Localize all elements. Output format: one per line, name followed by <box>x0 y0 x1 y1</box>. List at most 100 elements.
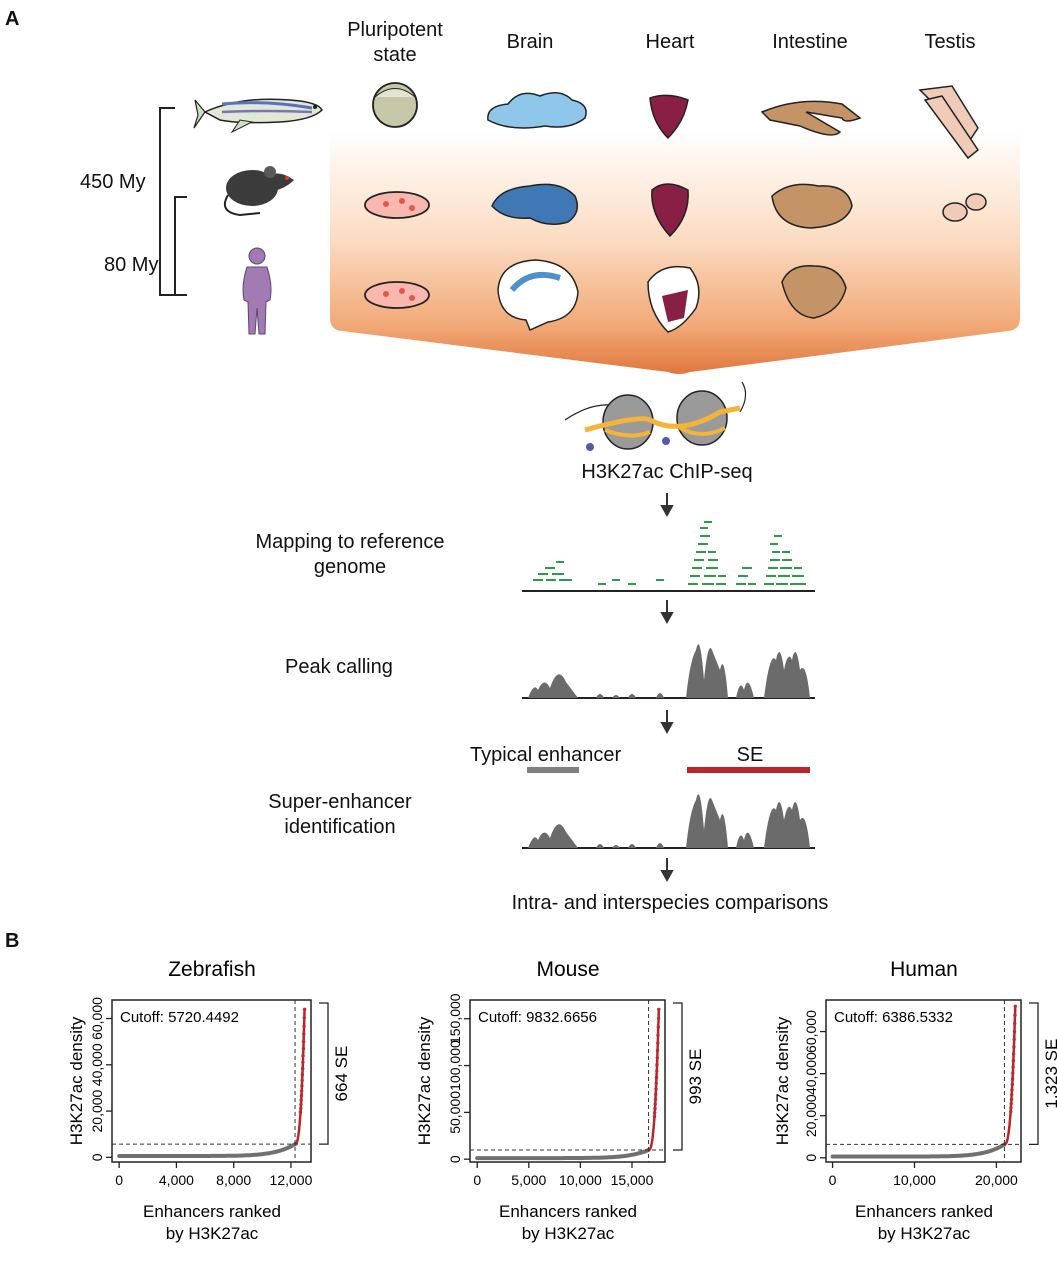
y-tick-label: 20,000 <box>803 1094 819 1137</box>
super-enhancer-point <box>301 1066 305 1071</box>
x-tick-label: 12,000 <box>270 1172 313 1188</box>
peak-calling-label: Peak calling <box>285 656 393 678</box>
super-enhancer-point <box>652 1114 657 1119</box>
x-axis-label-line1: Enhancers ranked <box>499 1202 637 1221</box>
super-enhancer-point <box>299 1093 304 1098</box>
chart-human: Human Cutoff: 6386.5332 H3K27ac density … <box>773 958 1057 1243</box>
human-heart-icon <box>647 265 700 333</box>
panel-b-letter: B <box>5 930 20 952</box>
phylogenetic-tree <box>159 107 187 296</box>
super-enhancer-point <box>299 1106 303 1111</box>
super-enhancer-point <box>654 1087 658 1091</box>
zebrafish-embryo-icon <box>372 82 418 128</box>
super-enhancer-point <box>1009 1097 1014 1101</box>
x-tick-label: 10,000 <box>893 1172 936 1188</box>
super-enhancer-point <box>656 1025 660 1029</box>
se-bracket <box>319 1002 329 1145</box>
human-brain-icon <box>497 259 579 332</box>
y-tick-label: 50,000 <box>447 1091 463 1134</box>
super-enhancer-point <box>1009 1102 1013 1106</box>
se-count-label: 1,323 SE <box>1042 1039 1057 1109</box>
super-enhancer-point <box>653 1097 658 1102</box>
tissue-header-intestine: Intestine <box>772 31 848 53</box>
super-enhancer-point <box>301 1039 306 1044</box>
x-axis-label-line1: Enhancers ranked <box>143 1202 281 1221</box>
x-tick-label: 8,000 <box>216 1172 251 1188</box>
super-enhancer-point <box>656 1016 661 1020</box>
x-axis-label-line1: Enhancers ranked <box>855 1202 993 1221</box>
super-enhancer-point <box>653 1111 657 1115</box>
super-enhancer-point <box>653 1102 657 1106</box>
typical-enhancer-curve <box>475 1148 651 1161</box>
super-enhancer-point <box>1010 1088 1014 1092</box>
super-enhancer-point <box>1010 1093 1014 1097</box>
super-enhancer-point <box>302 1016 306 1020</box>
chart-title: Mouse <box>536 958 599 981</box>
super-enhancer-point <box>301 1047 306 1051</box>
peak-calling-track <box>522 644 815 699</box>
nucleosome-illustration <box>564 381 747 451</box>
se-label: SE <box>736 744 764 766</box>
comparisons-label: Intra- and interspecies comparisons <box>511 892 829 914</box>
typical-enhancer-curve <box>117 1142 298 1158</box>
human-cell-culture-icon <box>364 281 430 309</box>
chipseq-label: H3K27ac ChIP-seq <box>581 461 753 483</box>
mouse-cell-culture-icon <box>364 191 430 219</box>
super-enhancer-point <box>302 1024 306 1028</box>
panel-a-letter: A <box>5 8 20 30</box>
se-identification-label: Super-enhancer identification <box>268 791 412 838</box>
x-tick-label: 20,000 <box>975 1172 1018 1188</box>
super-enhancer-point <box>1013 1013 1017 1017</box>
cutoff-label: Cutoff: 5720.4492 <box>120 1009 239 1026</box>
mouse-icon <box>224 166 294 217</box>
super-enhancer-point <box>1012 1045 1016 1049</box>
super-enhancer-point <box>301 1054 305 1058</box>
super-enhancer-point <box>654 1081 658 1086</box>
super-enhancer-point <box>1011 1052 1016 1056</box>
divergence-label-80: 80 My <box>104 254 159 276</box>
plot-frame <box>825 999 1022 1163</box>
chart-title: Zebrafish <box>168 958 256 981</box>
super-enhancer-point <box>656 1041 660 1045</box>
tissue-header-brain: Brain <box>506 31 554 53</box>
plot-frame <box>111 999 312 1163</box>
y-tick-label: 40,000 <box>89 1043 105 1086</box>
y-axis-label: H3K27ac density <box>67 1016 86 1145</box>
super-enhancer-point <box>300 1072 305 1077</box>
typical-enhancer-label: Typical enhancer <box>470 744 622 766</box>
super-enhancer-point <box>300 1089 304 1093</box>
x-axis-label-line2: by H3K27ac <box>166 1224 259 1243</box>
super-enhancer-point <box>655 1069 659 1073</box>
x-axis-label-line2: by H3K27ac <box>522 1224 615 1243</box>
super-enhancer-point <box>1011 1071 1015 1075</box>
zebrafish-heart-icon <box>649 94 689 140</box>
chart-mouse: Mouse Cutoff: 9832.6656 H3K27ac density … <box>415 958 705 1243</box>
super-enhancer-point <box>656 1033 660 1037</box>
y-tick-label: 150,000 <box>447 993 463 1044</box>
human-intestine-icon <box>781 265 847 319</box>
super-enhancer-point <box>655 1056 659 1060</box>
mapped-reads-track <box>522 521 815 592</box>
super-enhancer-point <box>299 1098 303 1102</box>
y-tick-label: 0 <box>447 1155 463 1163</box>
se-bracket <box>1029 1002 1039 1146</box>
x-tick-label: 15,000 <box>611 1172 654 1188</box>
super-enhancer-point <box>655 1048 660 1053</box>
chart-zebrafish: Zebrafish Cutoff: 5720.4492 H3K27ac dens… <box>67 958 351 1243</box>
y-tick-label: 60,000 <box>803 1010 819 1053</box>
super-enhancer-point <box>654 1092 658 1097</box>
super-enhancer-point <box>300 1078 304 1082</box>
super-enhancer-point <box>299 1102 303 1107</box>
super-enhancer-point <box>1009 1109 1013 1114</box>
tissue-header-testis: Testis <box>924 31 976 53</box>
y-tick-label: 100,000 <box>447 1040 463 1091</box>
x-tick-label: 0 <box>829 1172 837 1188</box>
super-enhancer-point <box>657 1007 661 1012</box>
zebrafish-brain-icon <box>487 92 587 129</box>
super-enhancer-point <box>1013 1004 1017 1008</box>
super-enhancer-point <box>1012 1029 1017 1034</box>
super-enhancer-point <box>302 1032 306 1036</box>
mapping-label: Mapping to reference genome <box>255 531 445 578</box>
super-enhancer-point <box>1010 1082 1014 1087</box>
zebrafish-intestine-icon <box>760 100 862 136</box>
